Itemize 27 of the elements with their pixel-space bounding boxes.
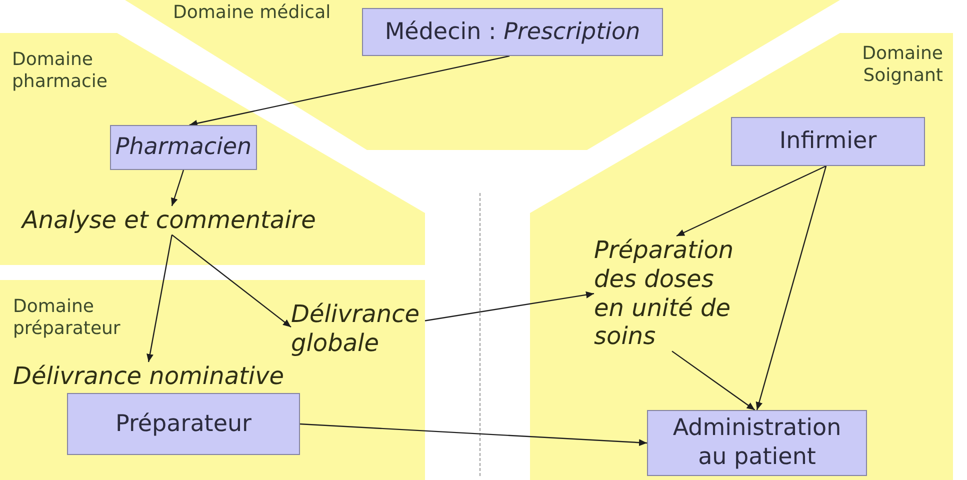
role-box xyxy=(110,125,257,170)
arrow xyxy=(672,350,756,410)
arrow xyxy=(676,165,826,237)
box-text: Préparateur xyxy=(115,410,252,438)
arrow xyxy=(756,166,827,410)
role-box xyxy=(647,410,867,476)
box-text: Médecin : Prescription xyxy=(384,18,640,46)
box-text: Infirmier xyxy=(779,127,877,156)
domain-label: Domaine pharmacie xyxy=(12,49,108,92)
role-box xyxy=(362,8,663,56)
step-text: Délivrance nominative xyxy=(13,362,284,391)
role-box xyxy=(731,117,925,166)
role-box xyxy=(67,393,300,455)
box-text: Pharmacien xyxy=(115,133,252,162)
arrow xyxy=(300,423,648,446)
box-text: Administration au patient xyxy=(672,414,842,472)
arrow xyxy=(171,170,184,206)
arrow xyxy=(172,234,292,328)
step-text: Préparation des doses en unité de soins xyxy=(594,236,744,352)
domain-label: Domaine Soignant xyxy=(861,43,943,86)
step-text: Délivrance globale xyxy=(291,300,425,358)
step-text: Analyse et commentaire xyxy=(22,206,316,235)
domain-label: Domaine préparateur xyxy=(13,296,122,340)
arrow xyxy=(424,291,594,322)
arrow xyxy=(146,234,172,362)
domain-label: Domaine médical xyxy=(173,2,331,24)
arrow xyxy=(189,55,510,127)
